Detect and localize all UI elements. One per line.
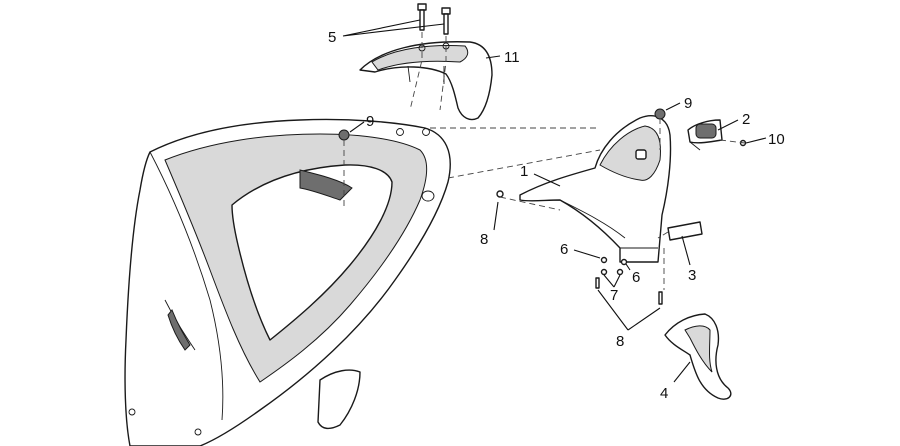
reflector-part-3 — [667, 221, 703, 241]
lower-cover-part-4 — [664, 313, 732, 400]
callout-1: 1 — [520, 163, 528, 180]
callout-9-left: 9 — [366, 113, 374, 130]
grab-handle-part-11 — [359, 41, 493, 121]
callout-6-right: 6 — [632, 269, 640, 286]
callout-6-left: 6 — [560, 241, 568, 258]
callout-2: 2 — [742, 111, 750, 128]
license-plate-holder-part-1 — [519, 115, 672, 263]
callout-7: 7 — [610, 287, 618, 304]
rear-body-shell — [124, 118, 451, 446]
callout-8-upper: 8 — [480, 231, 488, 248]
callout-8-lower: 8 — [616, 333, 624, 350]
callout-9-right: 9 — [684, 95, 692, 112]
callout-4: 4 — [660, 385, 668, 402]
callout-labels: 5 11 9 9 2 10 1 8 6 7 6 3 8 4 — [328, 29, 785, 402]
callout-3: 3 — [688, 267, 696, 284]
light-assembly-part-2 — [687, 119, 723, 151]
bolts-part-5 — [417, 3, 451, 35]
callout-11: 11 — [504, 49, 520, 66]
leader-lines — [342, 19, 767, 383]
callout-10: 10 — [768, 131, 785, 148]
callout-5: 5 — [328, 29, 336, 46]
assembly-guide-lines — [343, 32, 746, 290]
